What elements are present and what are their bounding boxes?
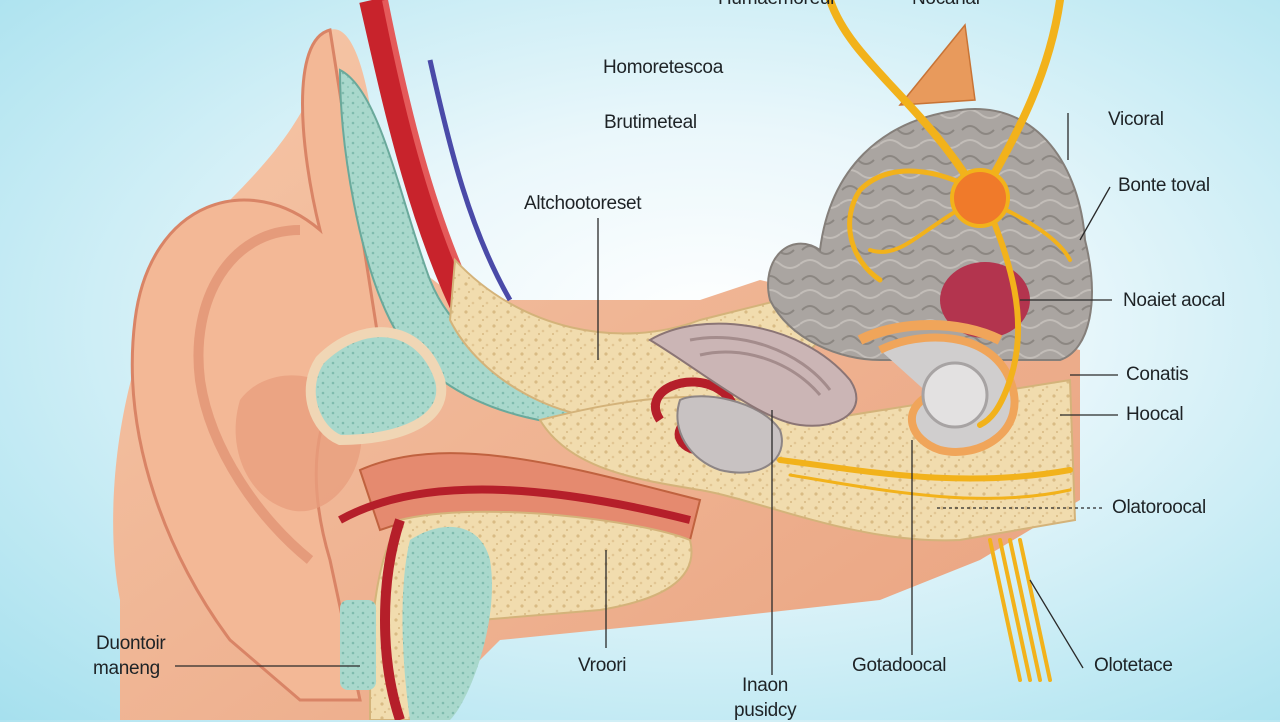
ossicle [648,322,858,427]
cochlea-orange [857,320,1003,345]
cochlea-center [921,361,989,429]
label-brutimeteal: Brutimeteal [604,112,697,133]
nerve-ganglion [950,168,1010,228]
label-duontoir: Duontoir [96,633,166,654]
small-teal-block [340,600,376,690]
label-olatoroocal: Olatoroocal [1112,497,1206,518]
label-hoocal: Hoocal [1126,404,1184,425]
artery [359,0,482,326]
label-olotetace: Olotetace [1094,655,1173,676]
lower-teal [402,526,492,720]
label-maneng: maneng [93,658,160,679]
label-altchootoreset: Altchootoreset [524,193,642,214]
vein [427,59,513,302]
label-conatis: Conatis [1126,364,1189,385]
label-vicoral: Vicoral [1108,109,1164,130]
leader-lines [175,113,1118,675]
label-gotadoocal: Gotadoocal [852,655,947,676]
label-homoretescoa: Homoretescoa [603,57,723,78]
auricle-fold [193,225,314,564]
label-noaiet-aocal: Noaiet aocal [1123,290,1226,311]
label-top-right-cut: Nocanal [912,0,980,10]
canal-lining [338,485,691,524]
red-organ [940,262,1030,338]
label-top-left-cut: Humaemoreul [718,0,834,10]
lower-cartilage [305,327,447,446]
ossicle-stripes [689,335,832,396]
label-inaon: Inaon [742,675,789,696]
label-bonte-toval: Bonte toval [1118,175,1210,196]
label-vroori: Vroori [578,655,627,676]
muscle-triangle [898,23,976,106]
lower-artery [380,518,405,720]
label-pusidcy: pusidcy [734,700,797,721]
